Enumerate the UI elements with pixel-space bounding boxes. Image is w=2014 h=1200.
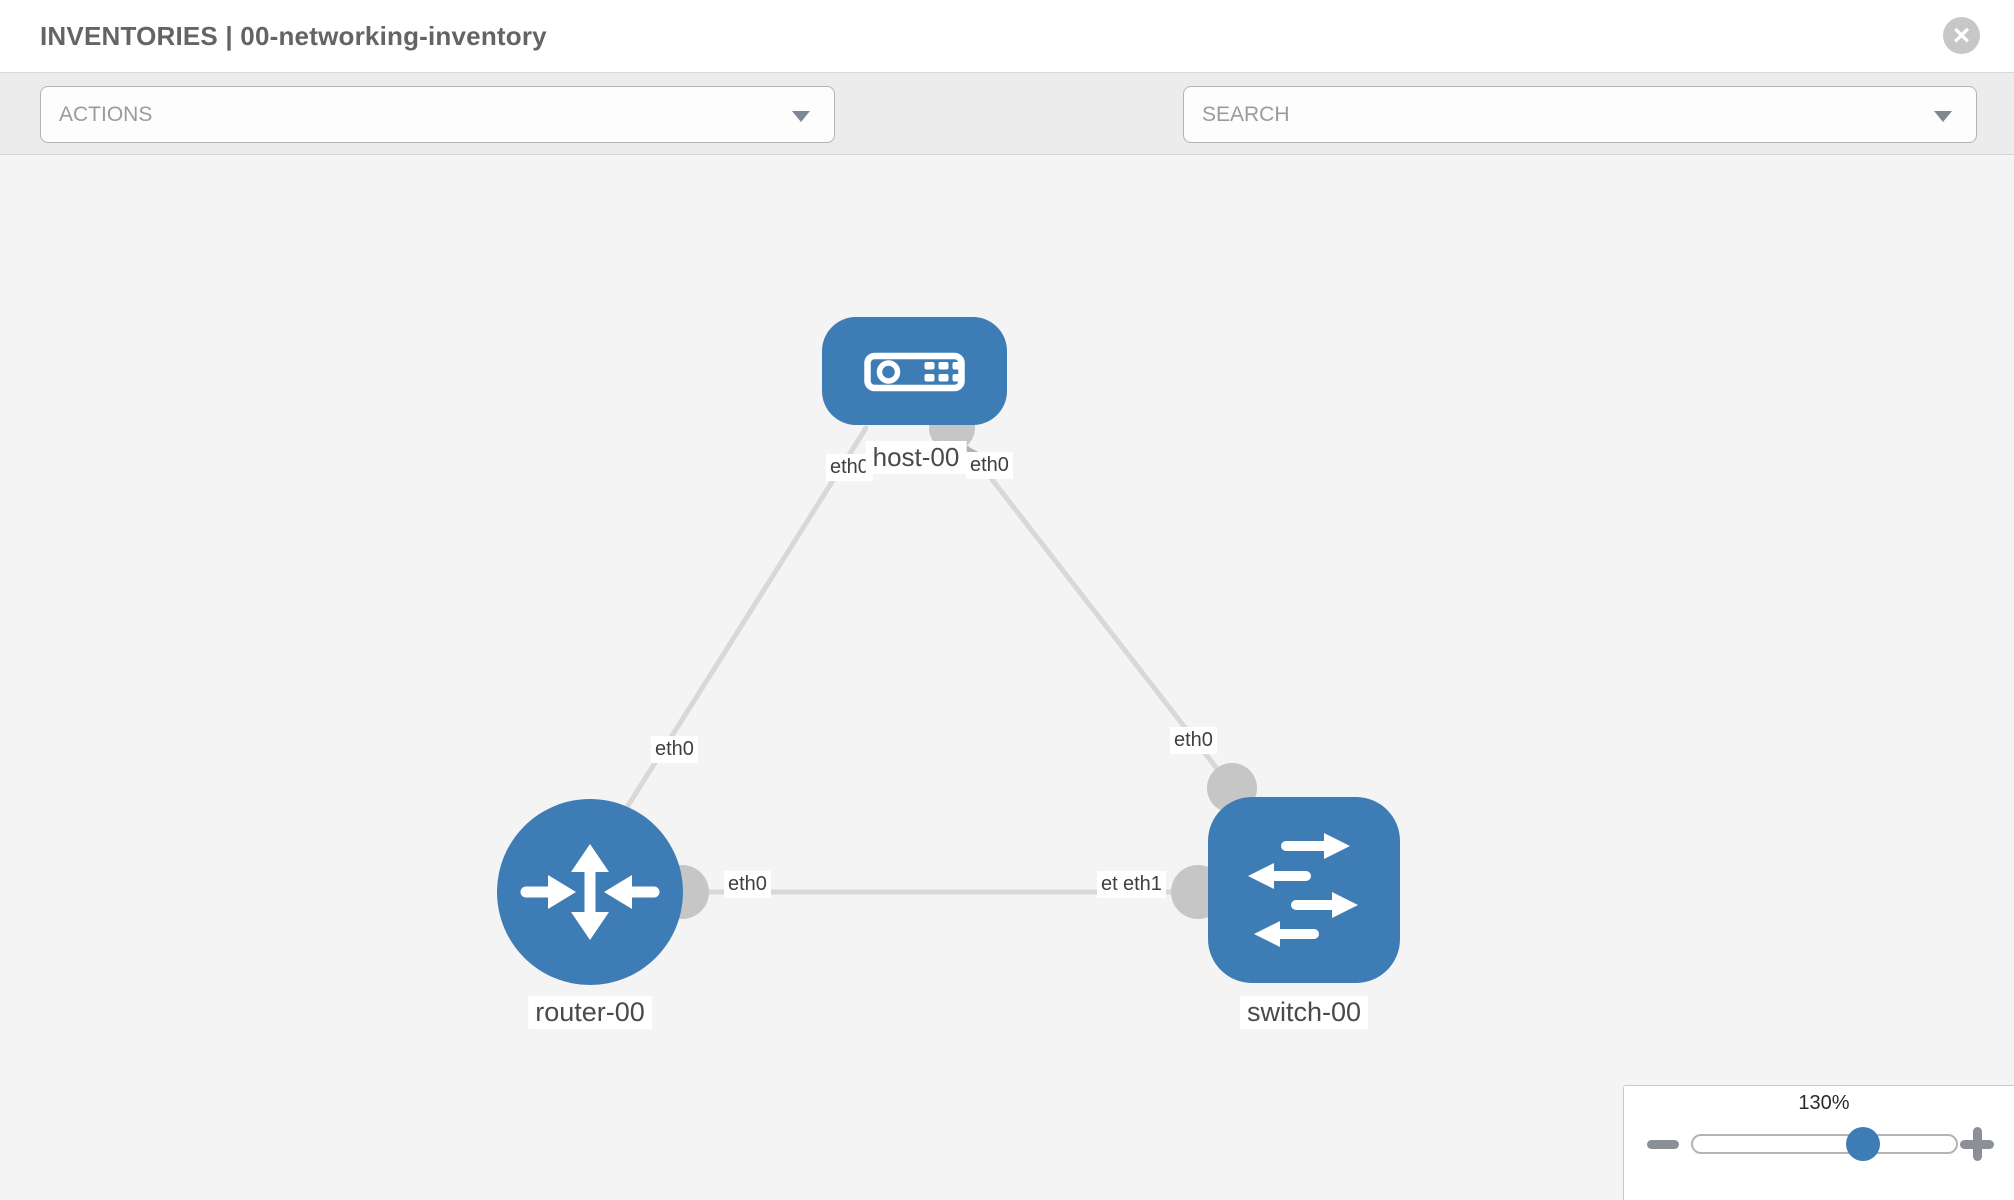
node-host[interactable] — [822, 317, 1007, 425]
router-icon — [520, 844, 660, 940]
host-icon — [864, 352, 965, 392]
zoom-slider-handle[interactable] — [1846, 1127, 1880, 1161]
topology-canvas[interactable]: host-00 router-00 switch-00 eth0 eth0 et… — [0, 155, 2014, 1200]
close-icon: × — [1952, 18, 1971, 52]
toolbar: ACTIONS SEARCH — [0, 72, 2014, 204]
chevron-down-icon — [1934, 111, 1952, 122]
zoom-slider-track[interactable] — [1691, 1134, 1958, 1154]
if-label-switch-eth0-top: eth0 — [1170, 727, 1217, 754]
search-dropdown[interactable]: SEARCH — [1183, 86, 1977, 143]
node-switch[interactable] — [1208, 797, 1400, 983]
if-label-router-eth0-top: eth0 — [651, 736, 698, 763]
node-router[interactable] — [497, 799, 683, 985]
zoom-out-icon[interactable] — [1647, 1140, 1679, 1149]
chevron-down-icon — [792, 111, 810, 122]
if-label-switch-eth1: eth1 — [1119, 871, 1166, 898]
page-title: INVENTORIES | 00-networking-inventory — [40, 20, 547, 51]
search-dropdown-label: SEARCH — [1202, 102, 1290, 126]
node-label-host: host-00 — [865, 441, 967, 474]
actions-dropdown[interactable]: ACTIONS — [40, 86, 835, 143]
node-label-router: router-00 — [528, 996, 652, 1029]
switch-icon — [1248, 833, 1358, 947]
zoom-panel: 130% — [1623, 1085, 2014, 1200]
if-label-host-eth0-left: eth0 — [826, 454, 873, 481]
header-bar: INVENTORIES | 00-networking-inventory × — [0, 0, 2014, 72]
if-label-host-eth0-right: eth0 — [966, 452, 1013, 479]
actions-dropdown-label: ACTIONS — [59, 102, 153, 126]
close-button[interactable]: × — [1943, 17, 1980, 54]
link-host-router[interactable] — [609, 425, 869, 834]
zoom-in-icon[interactable] — [1960, 1127, 1994, 1161]
zoom-level-value: 130% — [1798, 1092, 1850, 1114]
plus-bar-vertical — [1972, 1127, 1982, 1161]
node-label-switch: switch-00 — [1239, 996, 1369, 1029]
if-label-router-eth0-right: eth0 — [724, 871, 771, 898]
